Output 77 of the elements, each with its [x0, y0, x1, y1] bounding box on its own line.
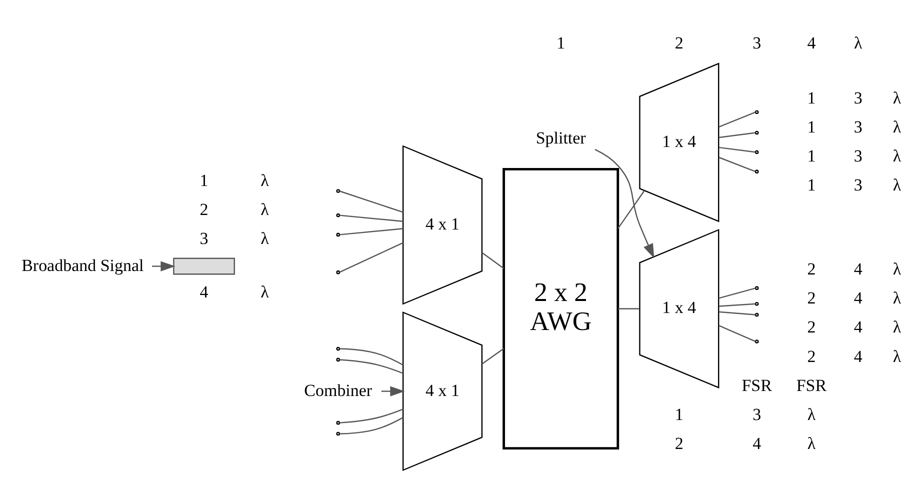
node-box: 1 x 4	[639, 228, 720, 389]
connector	[340, 417, 404, 434]
label: λ	[260, 229, 269, 248]
node-box: 2 x 2 AWG	[502, 168, 620, 450]
connector	[718, 146, 756, 153]
label: 2	[807, 288, 816, 308]
label: λ	[892, 318, 902, 337]
connector	[340, 408, 404, 424]
label: 4	[854, 318, 862, 337]
label: λ	[260, 282, 269, 302]
connector	[340, 214, 404, 222]
label: λ	[260, 170, 269, 190]
label: λ	[854, 34, 862, 53]
node-text: Splitter	[536, 128, 586, 148]
label: λ	[892, 117, 902, 136]
arrow	[381, 386, 405, 396]
label: 4	[807, 34, 816, 53]
label: λ	[892, 288, 902, 308]
connector	[340, 228, 404, 236]
label: 2	[674, 434, 684, 454]
connector	[618, 308, 640, 310]
connector	[339, 190, 404, 213]
node-box: 1 x 4	[639, 62, 720, 222]
label: 4	[200, 282, 208, 302]
label: 3	[752, 405, 762, 424]
label: 3	[752, 34, 762, 53]
label: λ	[807, 405, 816, 424]
label: λ	[892, 259, 902, 278]
label: 3	[200, 229, 208, 248]
label: λ	[892, 88, 902, 108]
label: 1	[807, 88, 816, 108]
label: 4	[854, 288, 862, 308]
connector	[482, 348, 504, 365]
label: FSR	[742, 376, 772, 395]
label: λ	[260, 200, 269, 219]
arrow	[152, 261, 176, 272]
label: 3	[854, 176, 862, 195]
label: 1	[807, 146, 816, 166]
label: 2	[807, 259, 816, 278]
connector	[340, 348, 404, 366]
label: 4	[854, 346, 862, 366]
label: 2	[807, 346, 816, 366]
label: 3	[854, 117, 862, 136]
label: 1	[556, 34, 566, 53]
label: 1	[807, 117, 816, 136]
connector	[718, 324, 756, 342]
label: 4	[752, 434, 762, 454]
label: 1	[674, 405, 684, 424]
connector	[340, 359, 404, 374]
label: 3	[854, 88, 862, 108]
label: 4	[854, 259, 862, 278]
connector	[718, 311, 756, 316]
label: λ	[807, 434, 816, 454]
label: λ	[892, 346, 902, 366]
label: FSR	[796, 376, 827, 395]
label: λ	[892, 176, 902, 195]
connector	[339, 242, 404, 273]
node-box: 4 x 1	[402, 311, 483, 472]
label: 1	[807, 176, 816, 195]
label: 2	[674, 34, 684, 53]
connector	[617, 190, 645, 229]
connector	[718, 112, 756, 128]
label: 2	[200, 200, 208, 219]
label: 2	[807, 318, 816, 337]
connector	[718, 303, 756, 307]
connector	[482, 252, 504, 269]
arrow	[594, 148, 654, 258]
node-box: 4 x 1	[402, 145, 483, 305]
label: λ	[892, 146, 902, 166]
label: 1	[200, 170, 208, 190]
node-bar	[173, 258, 235, 275]
node-text: Combiner	[304, 380, 372, 400]
connector	[718, 132, 756, 138]
connector	[718, 288, 756, 299]
connector	[718, 156, 756, 172]
node-text: Broadband Signal	[22, 256, 144, 275]
label: 3	[854, 146, 862, 166]
